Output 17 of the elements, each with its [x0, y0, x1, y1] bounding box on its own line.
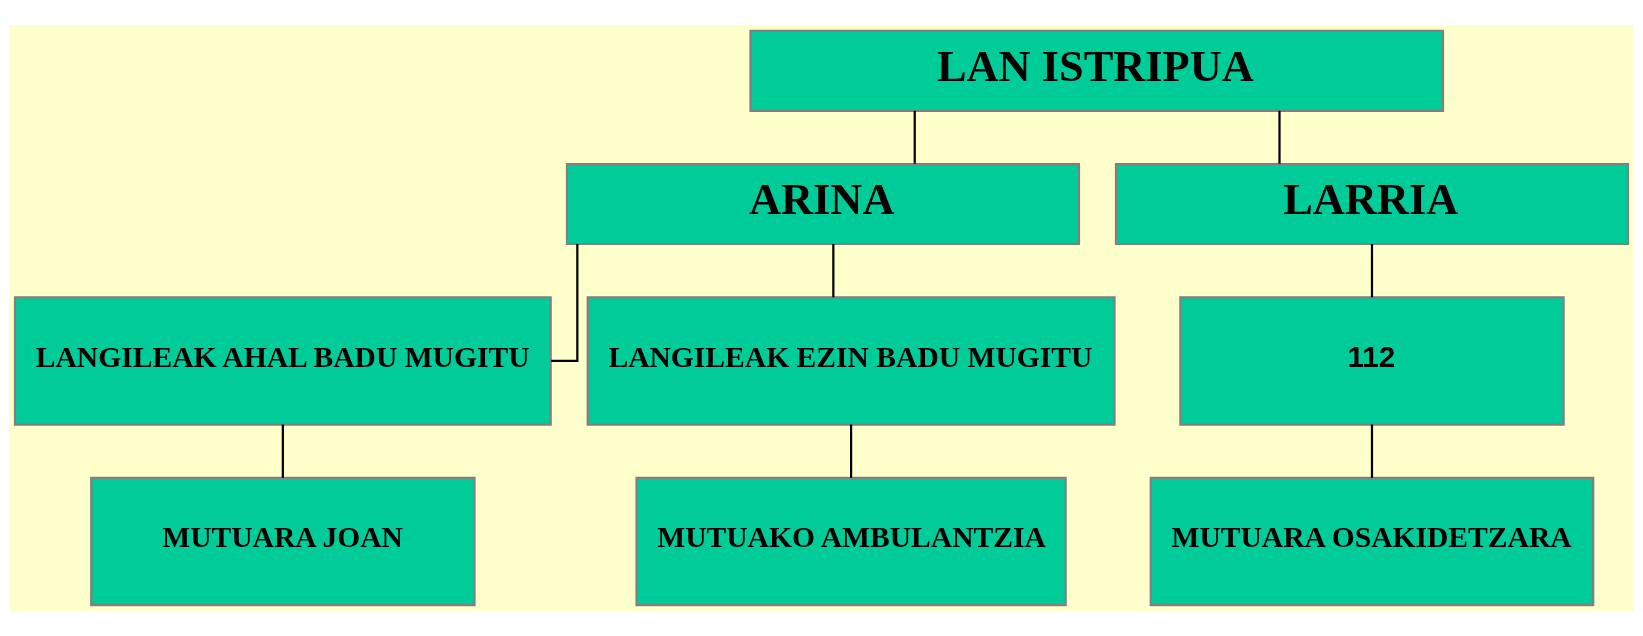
node-box: MUTUARA OSAKIDETZARA: [1149, 476, 1595, 607]
connector: [913, 110, 916, 164]
node-box: MUTUARA JOAN: [90, 476, 476, 607]
connector: [1370, 244, 1374, 298]
connector: [850, 424, 853, 478]
connector: [1278, 110, 1281, 164]
node-box: 112: [1179, 296, 1565, 426]
node-box: ARINA: [565, 163, 1081, 246]
connector: [281, 424, 284, 478]
connector: [832, 244, 835, 298]
node-box: MUTUAKO AMBULANTZIA: [635, 476, 1067, 607]
node-box: LANGILEAK AHAL BADU MUGITU: [13, 296, 552, 426]
node-box: LARRIA: [1114, 163, 1630, 246]
connector: [551, 244, 579, 363]
connector: [1370, 424, 1374, 478]
node-box: LANGILEAK EZIN BADU MUGITU: [586, 296, 1116, 426]
node-box: LAN ISTRIPUA: [749, 29, 1445, 112]
